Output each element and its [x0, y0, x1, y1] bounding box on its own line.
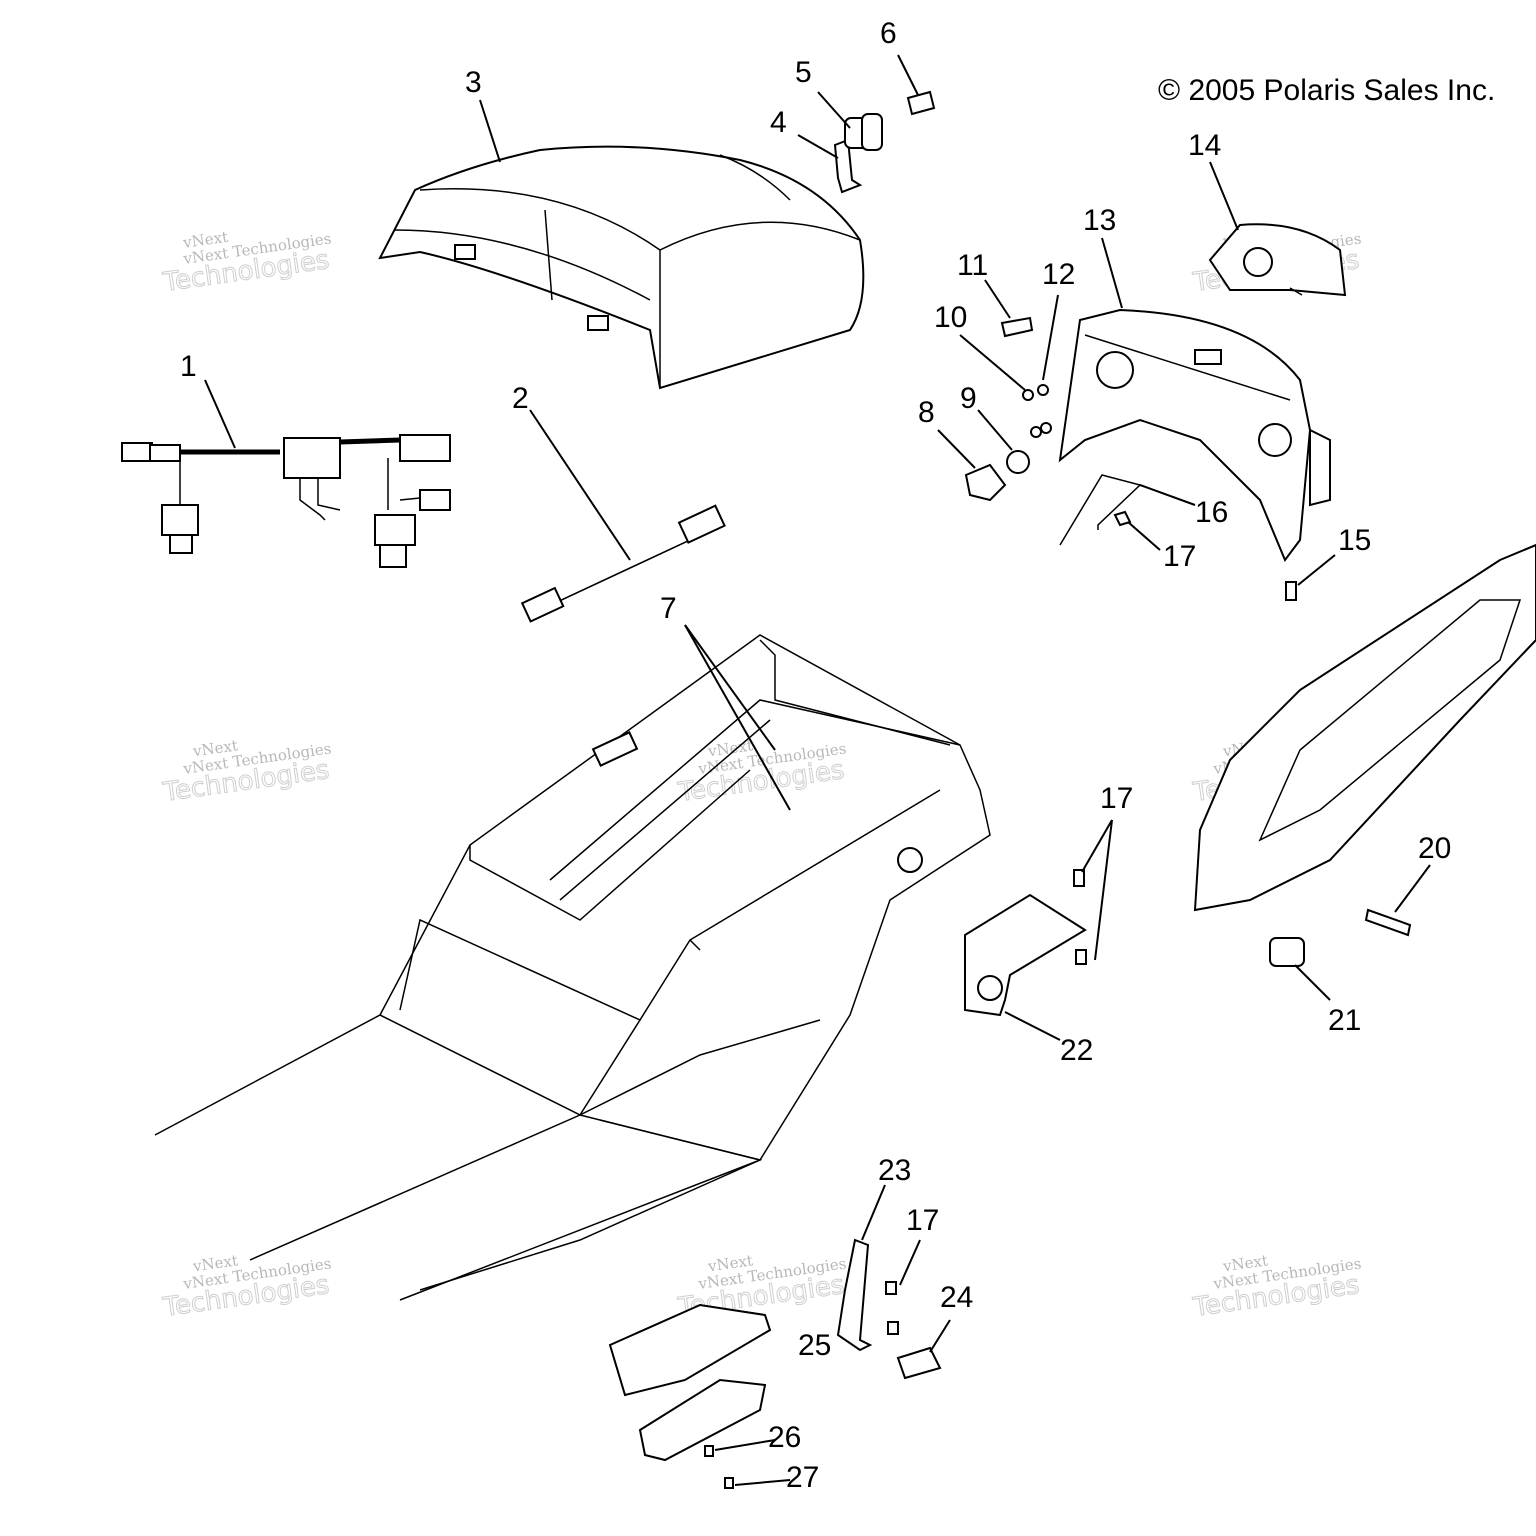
callout-1: 1 [180, 350, 197, 383]
leader-16 [1139, 484, 1196, 506]
leader-5 [817, 91, 851, 129]
callout-12: 12 [1042, 258, 1075, 291]
leader-8 [937, 429, 976, 469]
callout-21: 21 [1328, 1004, 1361, 1037]
callout-11: 11 [957, 249, 988, 282]
part-21-grommet [1269, 937, 1305, 967]
leader-26 [714, 1439, 776, 1451]
part-14-taillight [1208, 223, 1347, 297]
callout-20: 20 [1418, 832, 1451, 865]
side-panel [1193, 543, 1536, 912]
leader-3 [479, 99, 501, 163]
leader-13 [1101, 237, 1123, 309]
callout-17-middle: 17 [1100, 782, 1133, 815]
leader-17c [899, 1239, 921, 1286]
callout-17-lower: 17 [906, 1204, 939, 1237]
leader-10 [959, 334, 1026, 391]
part-12-washer [1030, 384, 1052, 438]
part-26-27-footrest [608, 1303, 772, 1489]
part-8-bulb-socket [964, 463, 1007, 502]
part-2-cable [520, 504, 726, 623]
part-17-screws-middle [1073, 869, 1087, 965]
callout-23: 23 [878, 1154, 911, 1187]
watermark-bottom-left: vNext vNext Technologies Technologies [160, 1251, 332, 1323]
leader-27 [734, 1479, 791, 1486]
leader-12 [1042, 294, 1059, 381]
part-1-wiring-harness [121, 434, 451, 568]
callout-16: 16 [1195, 496, 1228, 529]
part-20-bolt [1364, 908, 1412, 937]
leader-1 [204, 379, 236, 449]
chassis-tunnel [154, 634, 991, 1301]
part-9-bulb [1006, 450, 1030, 474]
leader-24 [929, 1319, 951, 1353]
part-3-hood-cover [378, 145, 865, 390]
part-4-5-6-lock-assembly [833, 90, 936, 194]
copyright-notice: © 2005 Polaris Sales Inc. [1158, 74, 1496, 107]
watermark-top-left: vNext vNext Technologies Technologies [160, 228, 332, 299]
callout-5: 5 [795, 56, 812, 89]
part-24-pad [896, 1346, 942, 1380]
leader-6 [897, 54, 919, 96]
part-22-bracket [964, 893, 1087, 1017]
callout-24: 24 [940, 1281, 973, 1314]
part-23-25-lower-bracket [836, 1238, 899, 1352]
callout-26: 26 [768, 1421, 801, 1454]
leader-17a [1127, 521, 1161, 551]
leader-7b [684, 624, 791, 811]
watermark-mid-left: vNext vNext Technologies Technologies [160, 736, 332, 808]
part-15-screw [1285, 581, 1297, 601]
leader-21 [1294, 964, 1331, 1001]
part-11-bracket [1000, 316, 1034, 338]
callout-14: 14 [1188, 129, 1221, 162]
callout-6: 6 [880, 17, 897, 50]
watermark-mid-center: vNext vNext Technologies Technologies [675, 736, 847, 808]
leader-15 [1297, 554, 1336, 586]
part-16-wire-bracket [1059, 474, 1142, 546]
callout-17-upper: 17 [1163, 540, 1196, 573]
leader-4 [797, 134, 839, 159]
callout-13: 13 [1083, 204, 1116, 237]
callout-2: 2 [512, 382, 529, 415]
leader-17b1 [1081, 819, 1113, 873]
callout-27: 27 [786, 1461, 819, 1494]
callout-10: 10 [934, 301, 967, 334]
callout-3: 3 [465, 66, 482, 99]
watermark-bottom-right: vNext vNext Technologies Technologies [1190, 1251, 1362, 1323]
part-13-front-housing [1058, 308, 1331, 562]
part-17-screw-upper [1113, 510, 1132, 527]
callout-15: 15 [1338, 524, 1371, 557]
callout-numbers: 1 2 3 4 5 6 7 8 9 10 11 12 13 14 15 16 1… [180, 17, 1451, 1494]
leader-20 [1394, 864, 1431, 913]
callout-25: 25 [798, 1329, 831, 1362]
leader-17b2 [1094, 819, 1113, 961]
leader-lines [204, 54, 1431, 1486]
callout-22: 22 [1060, 1034, 1093, 1067]
leader-11 [984, 279, 1011, 319]
callout-4: 4 [770, 106, 787, 139]
leader-14 [1209, 161, 1239, 231]
part-10-nut [1022, 389, 1034, 401]
callout-9: 9 [960, 382, 977, 415]
leader-7a [684, 624, 776, 751]
leader-22 [1004, 1011, 1061, 1041]
leader-9 [977, 409, 1013, 451]
callout-7: 7 [660, 592, 677, 625]
leader-23 [861, 1184, 886, 1241]
leader-2 [529, 409, 631, 561]
callout-8: 8 [918, 396, 935, 429]
